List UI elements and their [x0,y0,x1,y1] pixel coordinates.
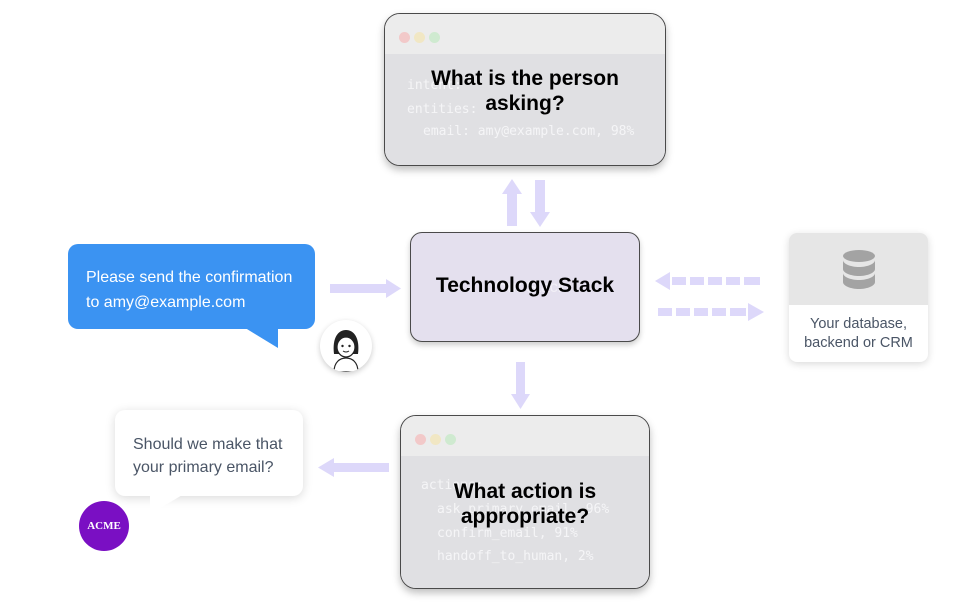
code-line: email: amy@example.com, 98% [423,124,635,139]
user-message-text: Please send the confirmation to amy@exam… [86,265,292,315]
user-avatar-icon [320,320,372,372]
database-label-line-2: backend or CRM [804,335,913,351]
code-line: actions: [421,478,484,493]
database-label: Your database, backend or CRM [789,315,928,353]
minimize-dot-icon [414,32,425,43]
window-title: What action is appropriate? [453,480,597,528]
database-label-line-1: Your database, [809,316,908,332]
code-line: ask_primary_email, 96% [437,502,610,517]
bot-reply-line-1: Should we make that [133,436,283,453]
maximize-dot-icon [445,434,456,445]
user-bubble-tail [242,326,278,348]
action-window: actions: ask_primary_email, 96% confirm_… [400,415,650,589]
reply-bubble-tail [150,494,184,514]
code-line: confirm_email, 91% [437,526,578,541]
arrow-left-db [655,272,760,290]
arrow-down [530,180,550,227]
code-line: intent: [407,78,462,93]
arrow-down-stack [511,362,530,409]
window-titlebar [401,416,649,456]
technology-stack-box: Your Stack Technology Stack [410,232,640,342]
bot-reply-line-2: your primary email? [133,459,274,476]
window-body: actions: ask_primary_email, 96% confirm_… [401,456,649,588]
intent-window: intent: entities: email: amy@example.com… [384,13,666,166]
user-message-line-1: Please send the confirmation [86,269,293,286]
code-line: entities: [407,102,478,117]
window-title: What is the person asking? [431,67,619,115]
bot-reply-text: Should we make that your primary email? [133,433,282,479]
maximize-dot-icon [429,32,440,43]
database-icon [843,250,875,289]
code-line: handoff_to_human, 2% [437,549,594,564]
acme-logo: ACME [79,501,129,551]
user-message-line-2: to amy@example.com [86,294,246,311]
user-message-bubble: Please send the confirmation to amy@exam… [68,244,315,329]
stack-label: Technology Stack [435,274,615,297]
stack-ghost-text: Your Stack [489,279,566,296]
arrow-left-reply [318,458,389,477]
window-body: intent: entities: email: amy@example.com… [385,54,665,165]
close-dot-icon [415,434,426,445]
bot-reply-bubble: Should we make that your primary email? [115,410,303,496]
window-titlebar [385,14,665,54]
database-card-header [789,233,928,305]
arrow-right-db [658,303,764,321]
arrow-up [502,179,522,226]
database-card: Your database, backend or CRM [789,233,928,362]
close-dot-icon [399,32,410,43]
arrow-right-user [330,279,401,298]
minimize-dot-icon [430,434,441,445]
